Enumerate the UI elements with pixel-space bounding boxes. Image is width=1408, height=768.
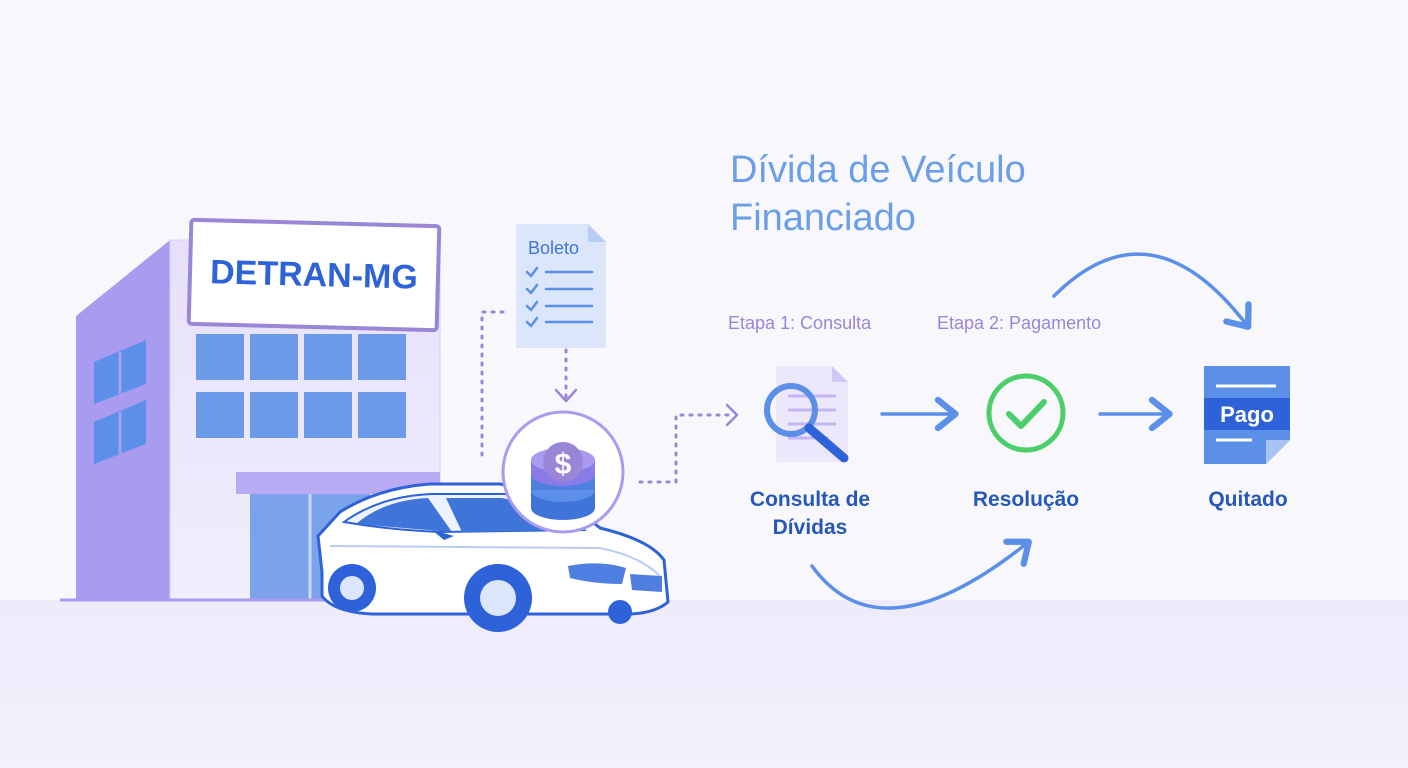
check-circle-icon	[986, 373, 1066, 453]
dollar-coin-stack-icon: $	[501, 410, 625, 534]
arrow-down-icon	[554, 388, 578, 403]
stage-label-step2: Etapa 2: Pagamento	[937, 313, 1102, 333]
node-label-consulta: Consulta de Dívidas	[749, 488, 871, 539]
boleto-label: Boleto	[528, 238, 579, 258]
stage-label-step1: Etapa 1: Consulta	[728, 313, 872, 333]
car-icon	[316, 482, 670, 632]
magnifier-document-icon	[764, 366, 849, 463]
boleto-document-icon: Boleto	[516, 224, 606, 348]
paid-document-icon: Pago	[1204, 366, 1290, 464]
dollar-symbol: $	[555, 448, 572, 481]
arrow-right-icon	[725, 403, 739, 427]
checklist-icon	[525, 266, 594, 328]
node-label-quitado: Quitado	[1208, 488, 1288, 511]
node-label-resolucao: Resolução	[972, 488, 1080, 511]
pago-label: Pago	[1220, 402, 1274, 427]
detran-sign	[186, 217, 442, 333]
front-windows	[196, 334, 406, 438]
curved-arrow-icon	[1052, 252, 1252, 330]
detran-sign-text: DETRAN-MG	[210, 253, 419, 296]
diagram-title: Dívida de Veículo Financiado	[730, 149, 1026, 239]
floor	[0, 600, 1408, 768]
curved-arrow-icon	[810, 538, 1032, 610]
dotted-connectors	[480, 310, 732, 484]
